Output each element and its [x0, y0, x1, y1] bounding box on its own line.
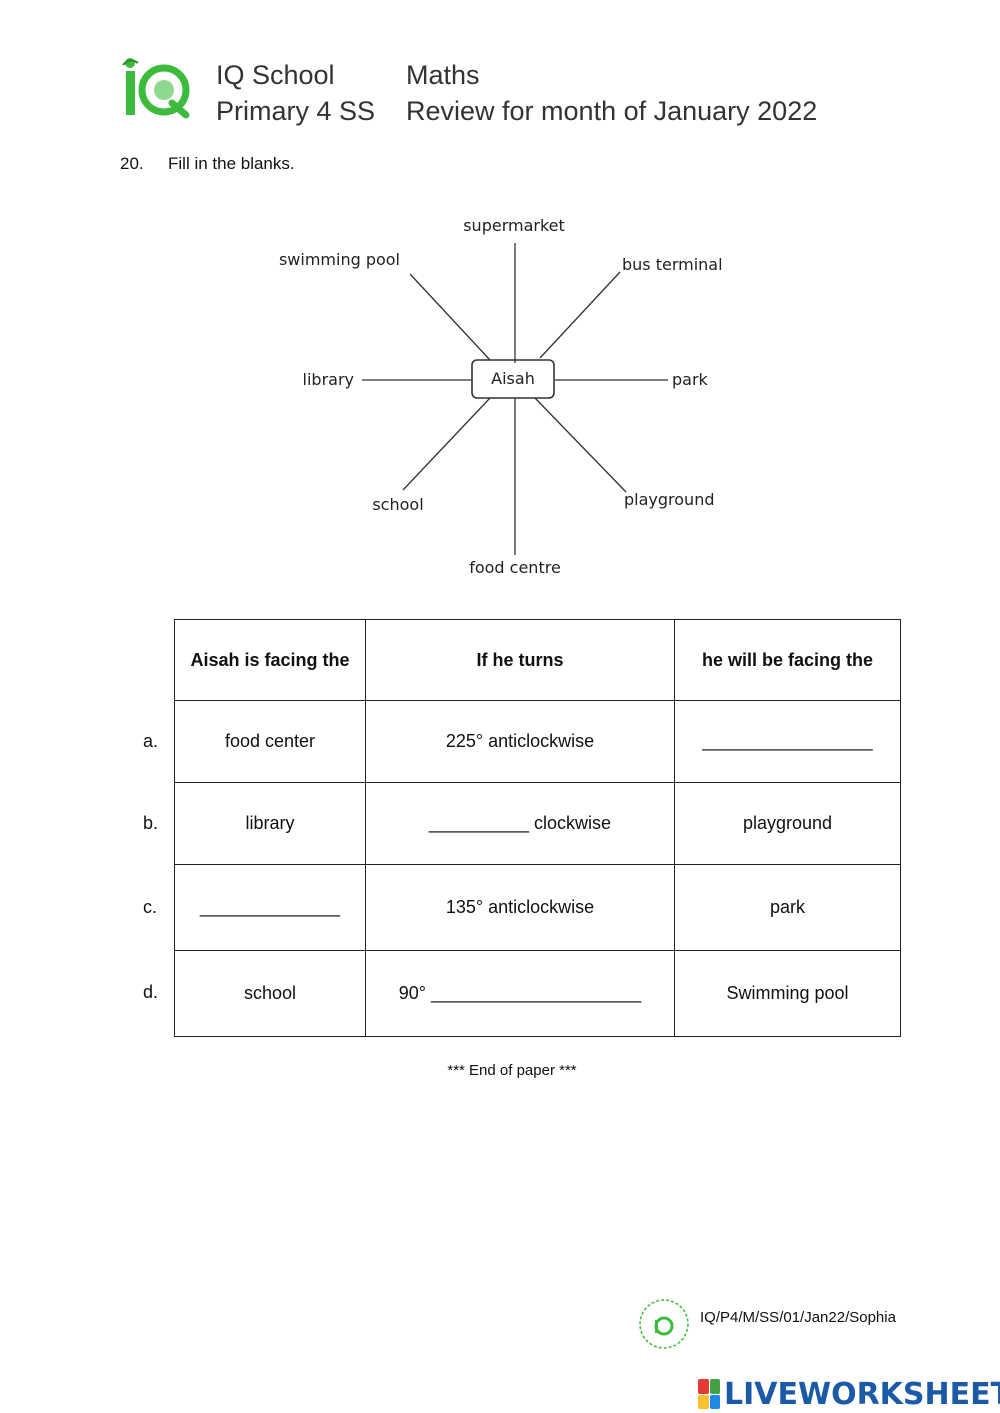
iq-school-logo-icon: [122, 58, 190, 119]
line-northeast: [539, 271, 621, 359]
line-southeast: [534, 397, 627, 493]
row-label-d: d.: [143, 982, 159, 1002]
table-row: school 90° _____________________ Swimmin…: [174, 950, 901, 1037]
label-northeast: bus terminal: [622, 255, 723, 274]
cell-facing: library: [174, 782, 366, 865]
table-row: ______________ 135° anticlockwise park: [174, 864, 901, 951]
table-row: library __________ clockwise playground: [174, 782, 901, 865]
line-southwest: [402, 397, 491, 491]
label-south: food centre: [469, 558, 561, 577]
question-number: 20.: [120, 154, 144, 173]
center-label: Aisah: [491, 369, 535, 388]
review-title: Review for month of January 2022: [406, 96, 818, 126]
cell-turn: 135° anticlockwise: [365, 864, 675, 951]
direction-diagram: Aisah supermarket bus terminal park play…: [279, 216, 723, 577]
document-code: IQ/P4/M/SS/01/Jan22/Sophia: [700, 1309, 896, 1326]
center-box: [471, 359, 555, 399]
label-southwest: school: [372, 495, 423, 514]
cell-facing: food center: [174, 700, 366, 783]
label-east: park: [672, 370, 709, 389]
answer-blank[interactable]: 90° _____________________: [365, 950, 675, 1037]
school-name: IQ School: [216, 60, 335, 90]
liveworksheets-brand[interactable]: LIVEWORKSHEETS: [698, 1376, 1000, 1412]
answer-blank[interactable]: _________________: [674, 700, 901, 783]
answer-blank[interactable]: ______________: [174, 864, 366, 951]
header-facing: Aisah is facing the: [174, 619, 366, 701]
cell-result: Swimming pool: [674, 950, 901, 1037]
table-row: food center 225° anticlockwise _________…: [174, 700, 901, 783]
answer-blank[interactable]: __________ clockwise: [365, 782, 675, 865]
liveworksheets-brand-text: LIVEWORKSHEETS: [724, 1376, 1000, 1412]
row-label-c: c.: [143, 897, 158, 917]
liveworksheets-logo-icon: [698, 1379, 720, 1409]
row-label-b: b.: [143, 813, 159, 833]
question-instruction: Fill in the blanks.: [168, 154, 295, 173]
row-label-a: a.: [143, 731, 159, 751]
label-north: supermarket: [463, 216, 565, 235]
grade-level: Primary 4 SS: [216, 96, 376, 126]
label-west: library: [303, 370, 354, 389]
header-result: he will be facing the: [674, 619, 901, 701]
label-northwest: swimming pool: [279, 250, 400, 269]
end-of-paper: *** End of paper ***: [447, 1062, 577, 1079]
label-southeast: playground: [624, 490, 714, 509]
cell-facing: school: [174, 950, 366, 1037]
line-northwest: [409, 273, 491, 361]
cell-turn: 225° anticlockwise: [365, 700, 675, 783]
cell-result: park: [674, 864, 901, 951]
table-header-row: Aisah is facing the If he turns he will …: [174, 619, 901, 701]
header-turn: If he turns: [365, 619, 675, 701]
subject-title: Maths: [406, 60, 480, 90]
answer-table: Aisah is facing the If he turns he will …: [174, 619, 901, 1037]
approval-stamp-icon: [639, 1299, 689, 1349]
cell-result: playground: [674, 782, 901, 865]
